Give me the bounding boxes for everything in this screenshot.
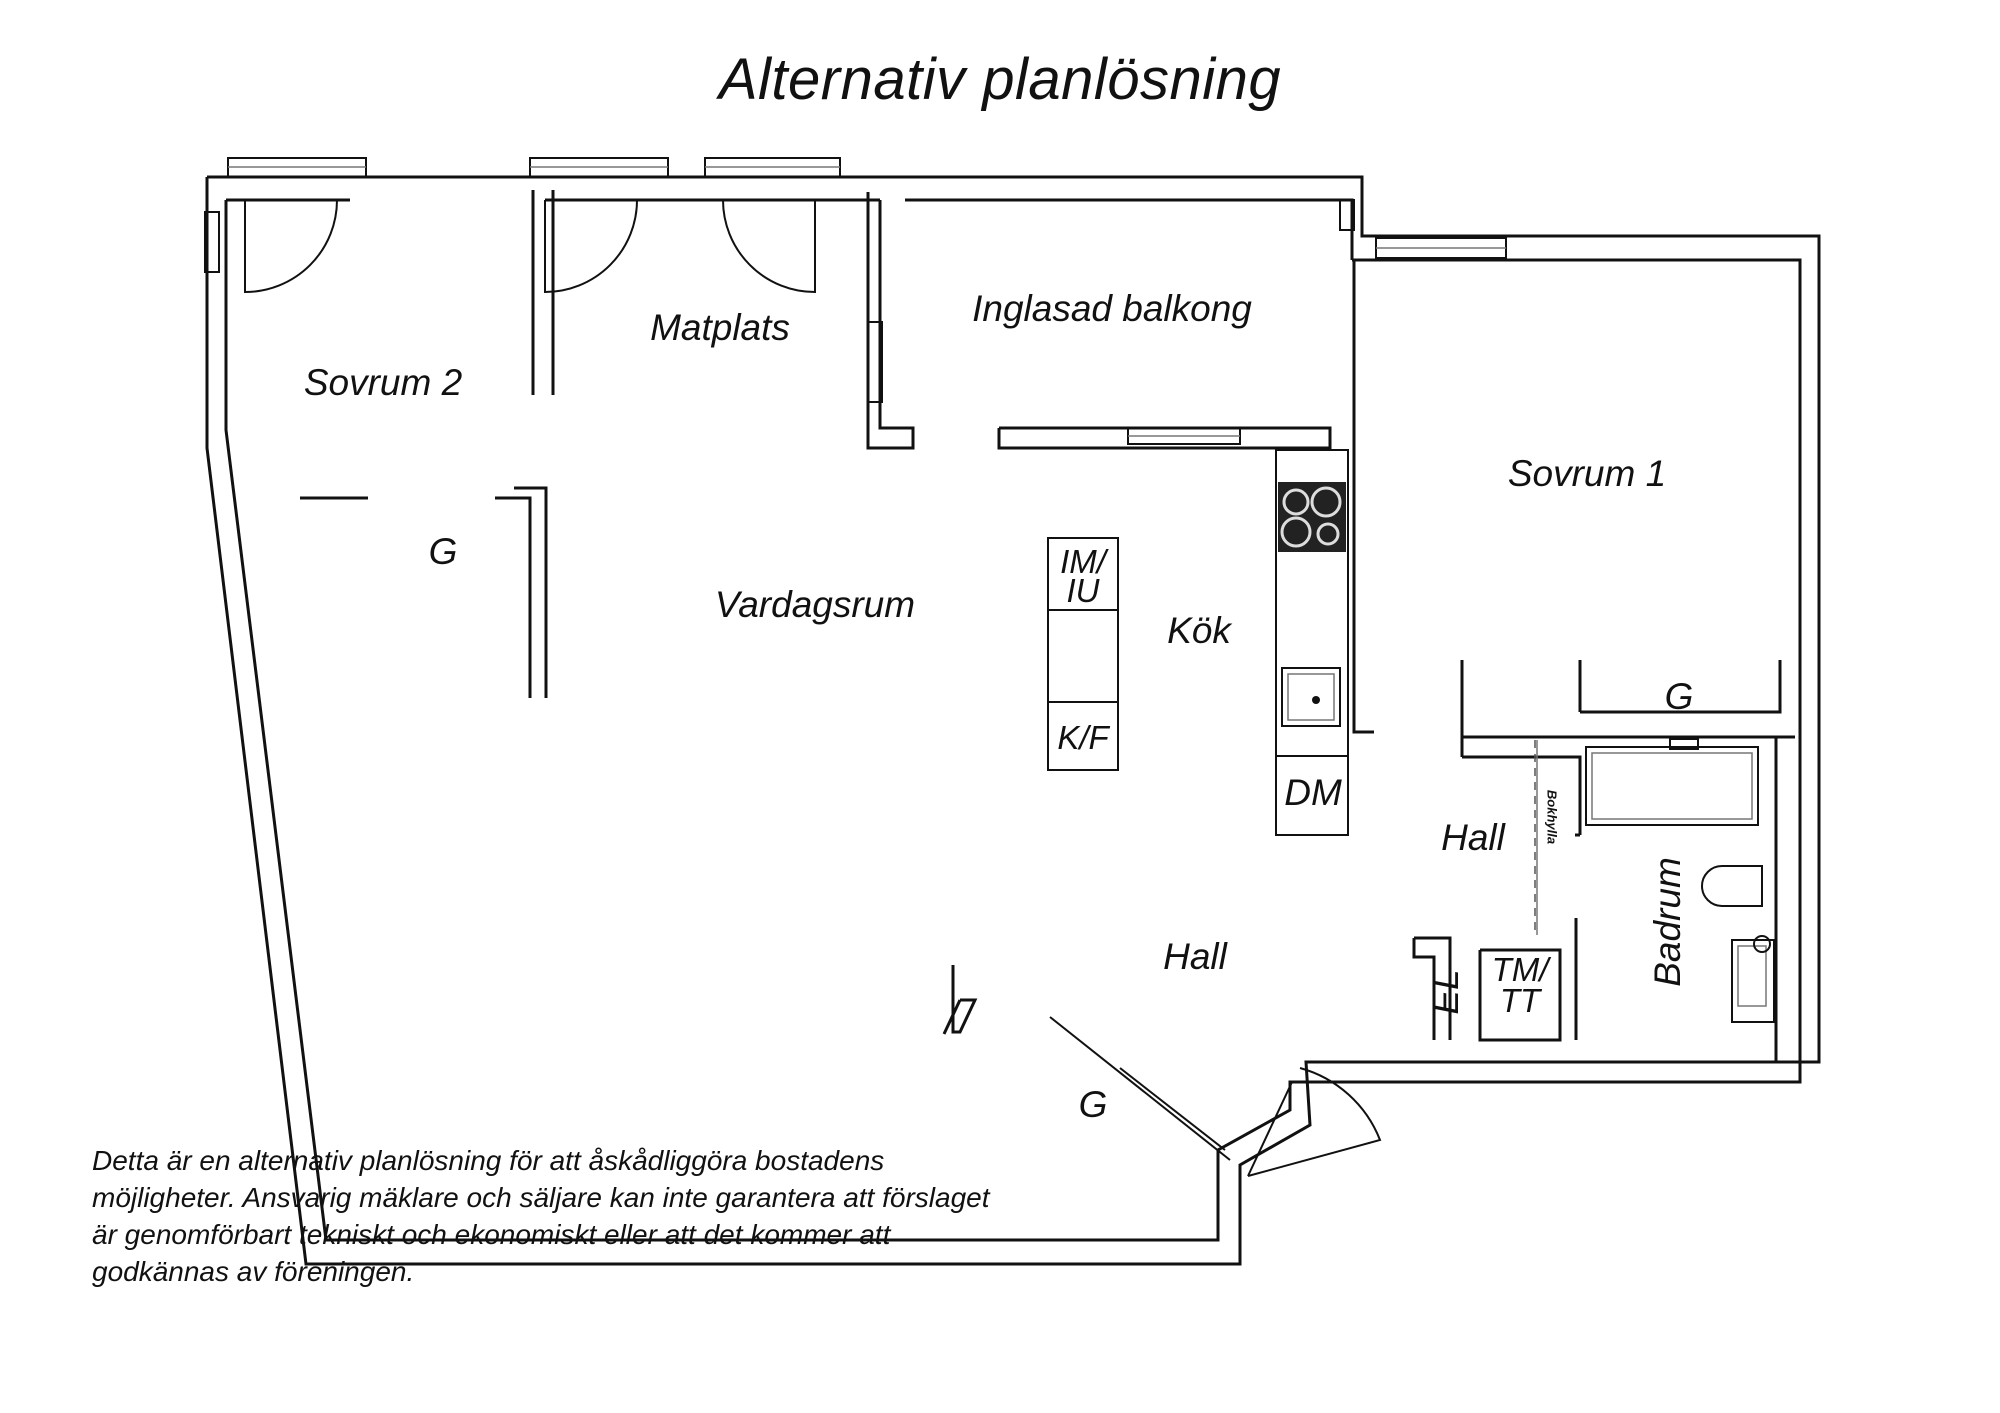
room-vardagsrum: Vardagsrum — [714, 584, 916, 625]
room-sovrum-2: Sovrum 2 — [303, 362, 463, 403]
disclaimer-text: Detta är en alternativ planlösning för a… — [92, 1145, 990, 1287]
room-el: EL — [1425, 969, 1466, 1015]
room-matplats: Matplats — [650, 307, 790, 348]
room-g-left: G — [428, 531, 458, 572]
interior-walls — [300, 190, 1795, 1062]
fixture-im-iu-line2: IU — [1066, 572, 1100, 609]
windows — [204, 157, 1507, 445]
doors — [244, 199, 1382, 1177]
room-hall-lower: Hall — [1163, 936, 1227, 977]
bathroom-fixtures — [1534, 738, 1775, 1023]
room-kok: Kök — [1167, 610, 1231, 651]
fixture-kf: K/F — [1057, 719, 1109, 756]
fixture-bokhylla: Bokhylla — [1544, 789, 1560, 845]
room-sovrum-1: Sovrum 1 — [1507, 453, 1667, 494]
room-badrum: Badrum — [1647, 857, 1688, 987]
outer-walls — [205, 175, 1821, 1266]
room-inglasad-balkong: Inglasad balkong — [972, 288, 1252, 329]
kitchen — [1047, 449, 1349, 836]
room-g-bottom: G — [1078, 1084, 1108, 1125]
fixture-tm-tt-line1: TM/ — [1491, 951, 1549, 988]
page-title: Alternativ planlösning — [718, 47, 1282, 112]
fixture-im-iu-line1: IM/ — [1060, 543, 1106, 580]
room-hall-upper: Hall — [1441, 817, 1505, 858]
room-g-bed1: G — [1664, 676, 1694, 717]
fixture-tm-tt-line2: TT — [1499, 982, 1541, 1019]
fixture-dm: DM — [1284, 772, 1342, 813]
